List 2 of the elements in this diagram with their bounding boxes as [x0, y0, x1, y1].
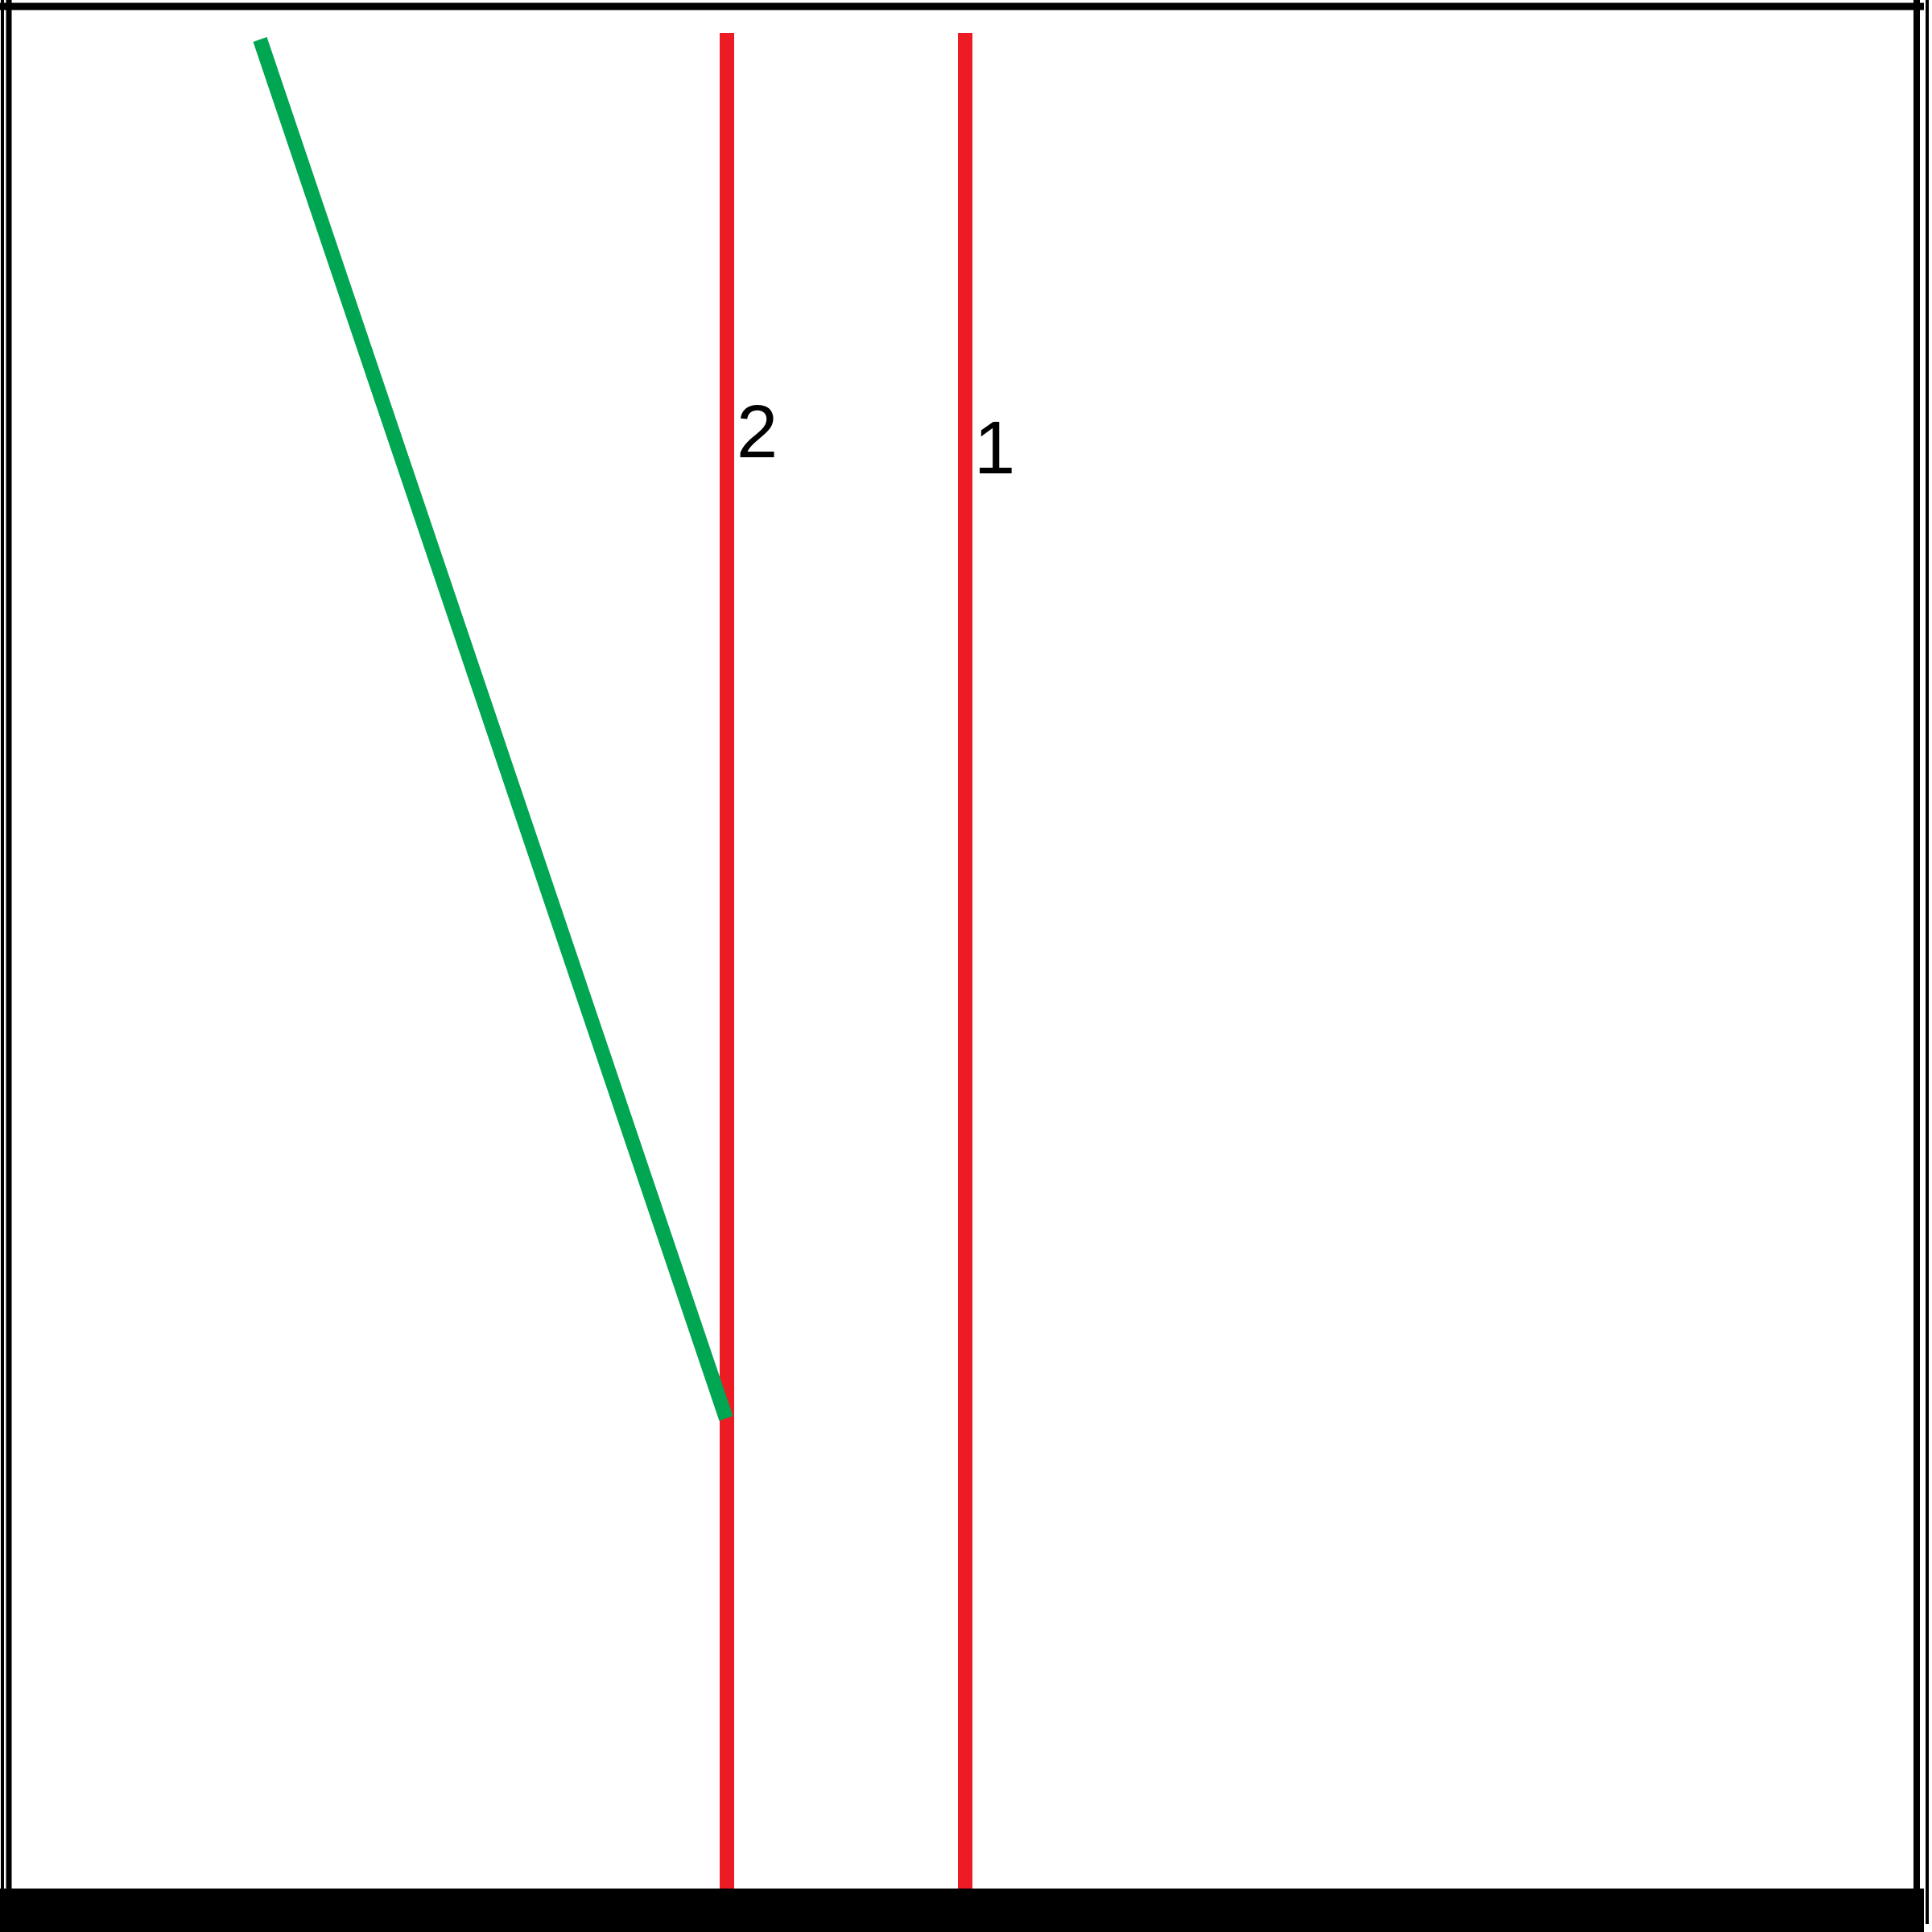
line-number: 2	[737, 394, 778, 469]
line-number: 1	[974, 411, 1016, 485]
